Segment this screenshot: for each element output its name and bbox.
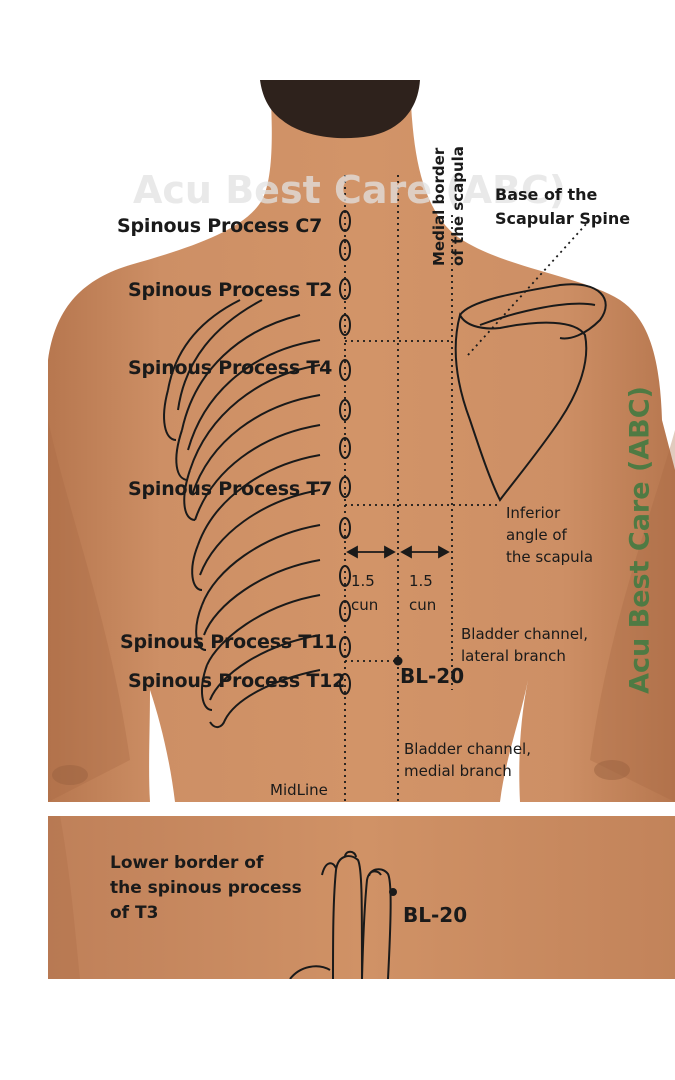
label-spinous-t12: Spinous Process T12	[128, 670, 346, 692]
label-measure-left: 1.5 cun	[351, 569, 378, 617]
bl20-point	[393, 656, 403, 666]
finger-outline	[289, 850, 392, 979]
label-medial-branch: Bladder channel, medial branch	[404, 738, 531, 782]
label-inferior-angle-line2: angle of	[506, 526, 567, 544]
label-measure-left-unit: cun	[351, 596, 379, 614]
bl20-point-hand	[389, 888, 397, 896]
label-measure-right: 1.5 cun	[409, 569, 436, 617]
label-medial-branch-line1: Bladder channel,	[404, 740, 531, 758]
label-spinous-t7: Spinous Process T7	[128, 478, 333, 500]
label-base-scapular-line2: Scapular Spine	[495, 209, 631, 228]
label-spinous-c7: Spinous Process C7	[117, 215, 323, 237]
label-bl20-top: BL-20	[400, 664, 465, 688]
guide-lines	[344, 175, 589, 802]
label-base-scapular-line1: Base of the	[495, 185, 598, 204]
label-measure-left-value: 1.5	[351, 572, 375, 590]
label-medial-border-line1: Medial border	[430, 147, 448, 266]
label-midline: MidLine	[270, 781, 328, 799]
back-silhouette	[48, 80, 675, 802]
measure-arrows	[346, 545, 450, 559]
hair	[260, 80, 420, 139]
label-medial-border: Medial border of the scapula	[430, 146, 468, 266]
label-spinous-t2: Spinous Process T2	[128, 279, 333, 301]
label-lateral-branch-line1: Bladder channel,	[461, 625, 588, 643]
rib-cage	[163, 299, 321, 728]
label-lateral-branch-line2: lateral branch	[461, 647, 566, 665]
spinous-process-6	[339, 399, 351, 421]
scapula	[454, 283, 607, 502]
label-bl20-bottom: BL-20	[403, 903, 468, 927]
label-spinous-t4: Spinous Process T4	[128, 357, 333, 379]
label-lower-border-line2: the spinous process	[110, 878, 302, 898]
label-inferior-angle-line3: the scapula	[506, 548, 594, 566]
label-base-scapular-spine: Base of the Scapular Spine	[495, 183, 630, 231]
label-spinous-t11: Spinous Process T11	[120, 631, 338, 653]
label-inferior-angle: Inferior angle of the scapula	[506, 502, 593, 568]
watermark-top: Acu Best Care (ABC)	[133, 168, 567, 212]
label-medial-border-line2: of the scapula	[449, 146, 467, 266]
label-lower-border-line1: Lower border of	[110, 853, 264, 873]
label-lower-border-line3: of T3	[110, 903, 159, 923]
label-inferior-angle-line1: Inferior	[506, 504, 561, 522]
label-lower-border: Lower border of the spinous process of T…	[110, 851, 302, 926]
label-lateral-branch: Bladder channel, lateral branch	[461, 623, 588, 667]
label-measure-right-value: 1.5	[409, 572, 433, 590]
label-medial-branch-line2: medial branch	[404, 762, 512, 780]
watermark-side: Acu Best Care (ABC)	[624, 386, 656, 694]
label-measure-right-unit: cun	[409, 596, 437, 614]
